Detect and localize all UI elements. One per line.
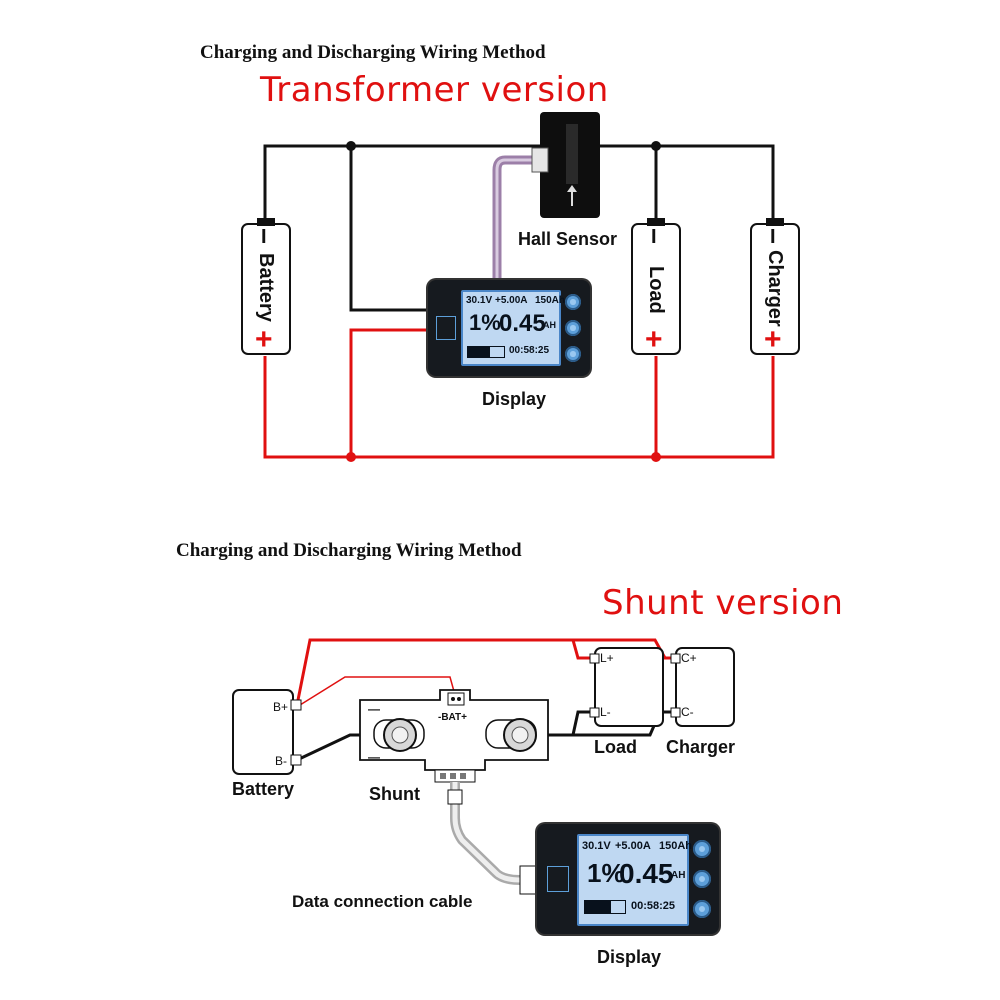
terminal-bminus: B- [275,754,287,768]
bottom-load-box [594,647,664,727]
bottom-charger-label: Charger [666,737,736,757]
terminal-cminus: C- [681,705,694,719]
charger-plus-sign: + [764,323,782,356]
lcd-capacity: 150Ah [659,840,693,852]
data-connection-cable [450,782,540,885]
junction-dot [651,452,661,462]
load-label: Load [645,266,667,314]
top-negative-wires [263,144,775,312]
terminal-cplus: C+ [681,651,697,665]
top-heading: Charging and Discharging Wiring Method [200,42,546,63]
load-plus-sign: + [645,323,663,356]
lcd-current: +5.00A [615,840,651,852]
lcd-down-button[interactable] [565,346,581,362]
terminal-lplus: L+ [600,651,614,665]
lcd-capacity: 150Ah [535,295,566,306]
junction-dot [346,452,356,462]
top-version-title: Transformer version [260,70,609,110]
top-display-label: Display [482,389,547,409]
junction-dot [651,141,661,151]
terminal-lminus: L- [600,705,611,719]
lcd-voltage: 30.1V [466,295,493,306]
top-positive-wires [263,328,775,459]
bottom-red-sense-wire [299,676,456,706]
load-minus-sign: I [651,226,657,248]
lcd-timer: 00:58:25 [509,345,550,356]
hall-sensor-cable [492,155,543,280]
lcd-percent: 1% [469,310,501,335]
hall-sensor-label: Hall Sensor [518,229,618,249]
top-red-to-display-wire [349,328,430,457]
top-black-main-wire [263,144,775,222]
bottom-heading: Charging and Discharging Wiring Method [176,540,522,561]
data-cable-label: Data connection cable [292,892,473,911]
junction-dot [346,141,356,151]
lcd-current: +5.00A [495,295,528,306]
lcd-up-button[interactable] [565,294,581,310]
lcd-battery-icon [584,900,626,914]
top-black-to-display-wire [349,146,430,312]
terminal-bplus: B+ [273,700,289,714]
hall-sensor [531,112,600,218]
lcd-voltage: 30.1V [582,840,611,852]
shunt-minus-mark: — [368,750,380,764]
battery-minus-sign: I [261,226,267,248]
bottom-battery-label: Battery [232,779,295,799]
charger-minus-sign: I [770,226,776,248]
lcd-down-button[interactable] [693,900,711,918]
bottom-red-main-wire [295,638,676,706]
charger-label: Charger [764,250,786,327]
lcd-amp-hours: 0.45 [619,858,674,889]
lcd-ok-button[interactable] [693,870,711,888]
top-lcd-display: 30.1V +5.00A 150Ah 1% 0.45 AH 00:58:25 [428,280,590,376]
lcd-screen: 30.1V +5.00A 150Ah 1% 0.45 AH 00:58:25 [461,290,565,366]
bottom-battery-box [232,689,294,775]
battery-plus-sign: + [255,323,273,356]
lcd-ah-unit: AH [543,320,556,330]
shunt-body [359,689,549,783]
bottom-display-label: Display [597,947,662,967]
lcd-ok-button[interactable] [565,320,581,336]
lcd-screen: 30.1V +5.00A 150Ah 1% 0.45 AH 00:58:25 [577,834,693,926]
lcd-battery-icon [467,346,505,358]
lcd-side-icon [547,866,569,892]
bottom-charger-box [675,647,735,727]
lcd-percent: 1% [587,858,625,888]
shunt-label: Shunt [369,784,420,804]
lcd-side-icon [436,316,456,340]
lcd-amp-hours: 0.45 [499,310,546,337]
bottom-lcd-display: 30.1V +5.00A 150Ah 1% 0.45 AH 00:58:25 [537,824,719,934]
bottom-version-title: Shunt version [602,583,844,623]
lcd-timer: 00:58:25 [631,900,676,912]
top-red-main-wire [263,356,775,459]
bottom-load-label: Load [594,737,637,757]
battery-label: Battery [255,253,277,322]
lcd-ah-unit: AH [671,870,686,881]
shunt-bat-label: -BAT+ [438,712,467,723]
bottom-positive-wires [295,638,676,706]
lcd-up-button[interactable] [693,840,711,858]
shunt-minus-mark: — [368,702,380,716]
